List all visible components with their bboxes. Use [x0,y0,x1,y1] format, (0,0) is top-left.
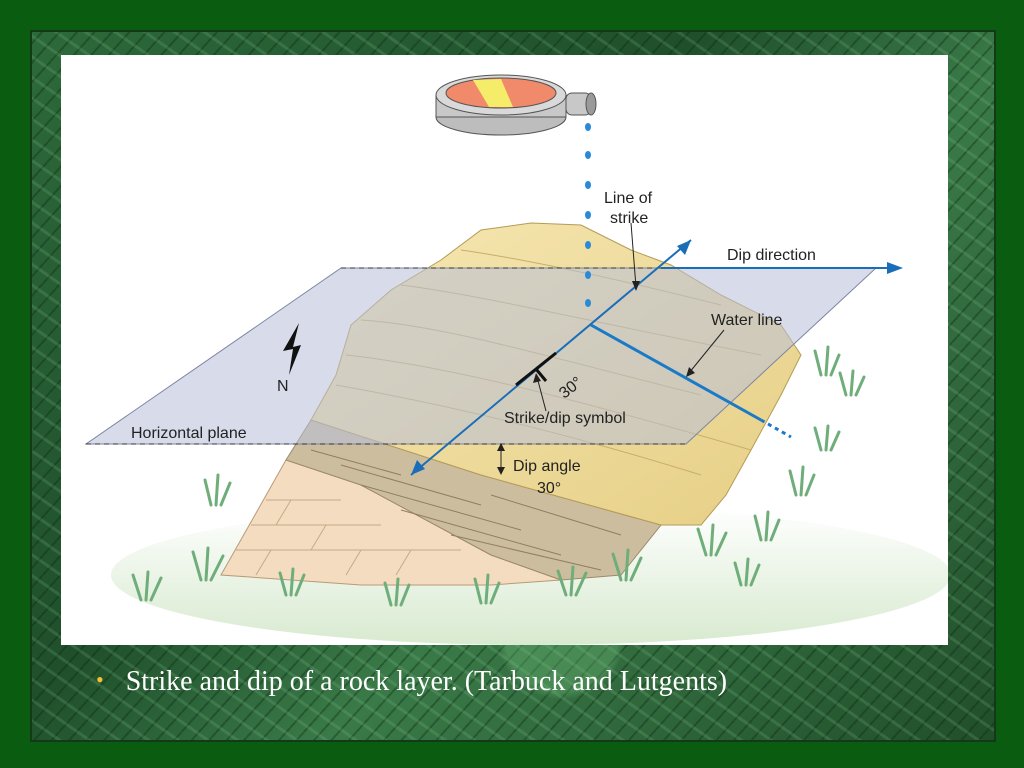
dip-angle-label-1: Dip angle [513,458,581,475]
line-of-strike-label-1: Line of [604,190,653,207]
dip-direction-label: Dip direction [727,247,816,264]
leader-arrowheads [497,281,695,475]
water-line-label: Water line [711,312,783,329]
north-label: N [277,378,289,395]
horizontal-plane-label: Horizontal plane [131,425,247,442]
diagram-panel: Line of strike Dip direction Water line … [61,55,948,645]
slide-caption: • Strike and dip of a rock layer. (Tarbuc… [96,666,976,706]
strike-dip-symbol [515,351,557,387]
strike-dip-symbol-label: Strike/dip symbol [504,410,626,427]
water-drops [585,123,591,307]
strike-arrow-down [411,460,425,475]
caption-text: Strike and dip of a rock layer. (Tarbuck… [125,666,728,697]
shale-lines [310,449,622,571]
compass-icon [435,74,597,136]
dip-angle-label-2: 30° [537,480,561,497]
limestone-bricks [236,499,461,576]
north-arrow-icon [283,323,301,375]
grass [131,345,866,607]
line-of-strike-label-2: strike [610,210,648,227]
strike-arrow-up [677,240,691,255]
water-line [590,323,762,422]
bullet-icon: • [96,667,104,692]
strike-dip-diagram: Line of strike Dip direction Water line … [84,74,948,645]
water-line-dashed [760,418,792,439]
dip-direction-arrow [887,262,903,274]
